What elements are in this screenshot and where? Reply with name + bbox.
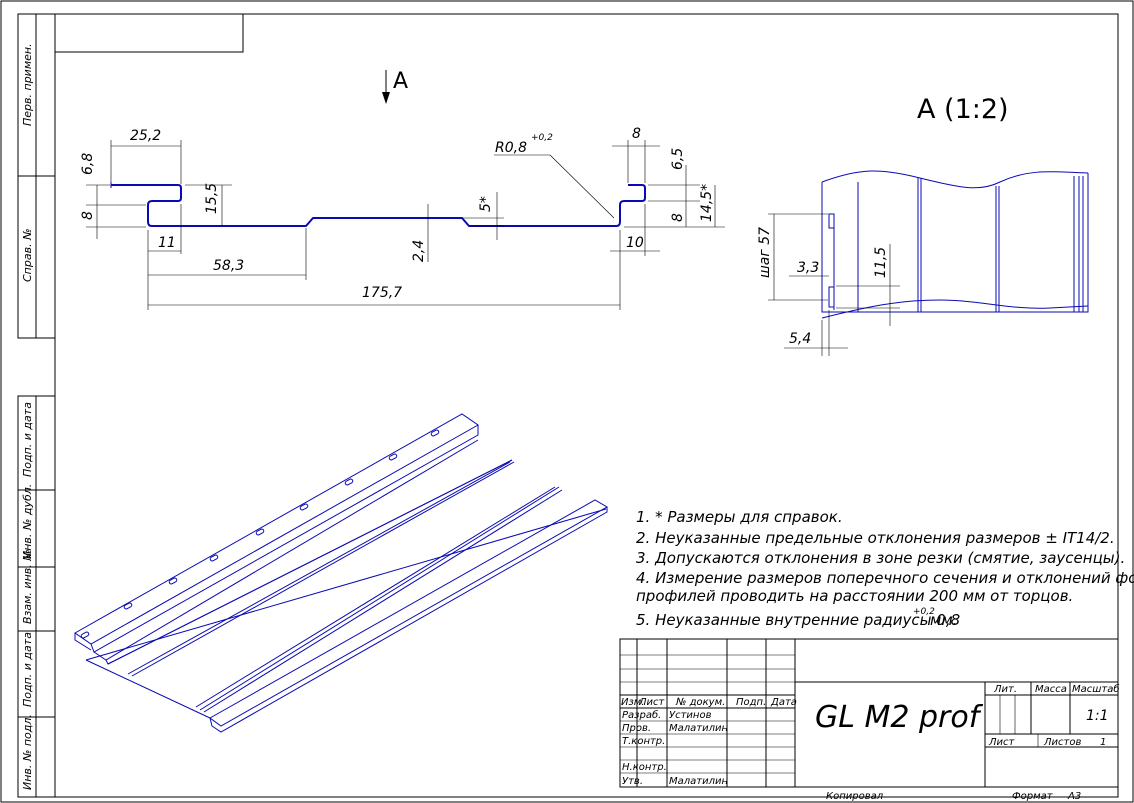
side-vzam: Взам. инв. № [21,549,34,624]
side-strip: Перв. примен. Справ. № Подп. и дата Инв.… [17,13,56,798]
dim-10: 10 [626,235,644,251]
dim-14-5: 14,5* [699,184,715,222]
dim-6-8: 6,8 [80,153,96,175]
title-block: Изм. Лист № докум. Подп. Дата Разраб. Ус… [619,638,1120,802]
cross-section-profile [110,182,646,227]
tb-listov-n: 1 [1100,737,1106,748]
side-podl: Инв. № подл. [21,714,34,790]
dim-5: 5* [478,196,494,212]
tb-format-v: A3 [1067,791,1081,802]
section-dimensions: 25,2 6,8 8 15,5 11 58,3 2,4 5* 175,7 [80,126,725,310]
tb-listov: Листов [1043,737,1081,748]
dim-radius: R0,8 [495,140,527,156]
tb-kopiroval: Копировал [826,791,884,802]
dim-58-3: 58,3 [213,258,244,274]
tb-format: Формат [1012,791,1054,802]
dim-8-right: 8 [670,213,686,222]
dim-25-2: 25,2 [130,128,161,144]
note-2: 2. Неуказанные предельные отклонения раз… [636,529,1115,547]
side-perv: Перв. примен. [21,43,34,126]
tb-massa: Масса [1035,684,1067,695]
tb-utv: Утв. [622,776,643,787]
note-5-unit: мм. [930,611,957,629]
dim-2-4: 2,4 [411,240,427,262]
side-podp1: Подп. и дата [21,402,34,477]
tb-izm: Изм. [621,697,645,708]
detail-3-3: 3,3 [797,260,819,276]
technical-notes: 1. * Размеры для справок. 2. Неуказанные… [636,508,1134,629]
dim-radius-tol: +0,2 [531,133,553,143]
tb-prov: Пров. [622,723,651,734]
tb-lit: Лит. [993,684,1017,695]
detail-pitch: шаг 57 [757,227,773,278]
tb-list2: Лист [988,737,1016,748]
tb-razrab: Разраб. [622,709,661,721]
note-3: 3. Допускаются отклонения в зоне резки (… [636,549,1125,567]
dim-11: 11 [158,235,176,251]
detail-5-4: 5,4 [789,331,811,347]
dim-175-7: 175,7 [362,285,402,301]
tb-ndoc: № докум. [675,697,725,708]
side-sprav: Справ. № [21,228,34,282]
tb-nkontr: Н.контр. [622,762,667,773]
note-4b: профилей проводить на расстоянии 200 мм … [636,587,1073,605]
side-dubl: Инв. № дубл. [21,484,34,559]
note-5: 5. Неуказанные внутренние радиусы 0,8 [636,611,960,629]
dim-8-left: 8 [80,211,96,220]
tb-masshtab: Масштаб [1072,683,1120,695]
note-4: 4. Измерение размеров поперечного сечени… [636,569,1134,587]
tb-podp: Подп. [736,697,766,708]
view-arrow-label: A [393,69,408,94]
tb-designation: GL M2 prof [815,700,984,735]
detail-view-a: A (1:2) шаг 57 3,3 11,5 5,4 [757,94,1089,356]
tb-scale: 1:1 [1086,708,1109,724]
detail-title: A (1:2) [917,94,1009,125]
tb-data: Дата [770,697,797,708]
dim-6-5: 6,5 [670,148,686,170]
tb-tkontr: Т.контр. [622,736,665,747]
tb-prov-name: Малатилин [669,723,728,734]
view-arrow-a: A [382,69,408,104]
dim-8-top: 8 [632,126,641,142]
tb-utv-name: Малатилин [669,776,728,787]
detail-11-5: 11,5 [873,247,889,278]
tb-razrab-name: Устинов [669,710,712,721]
tb-list: Лист [638,697,666,708]
note-1: 1. * Размеры для справок. [636,508,843,526]
note-5-tol: +0,2 [913,607,935,617]
side-podp2: Подп. и дата [21,632,34,707]
isometric-panel [74,413,609,733]
dim-15-5: 15,5 [204,183,220,214]
